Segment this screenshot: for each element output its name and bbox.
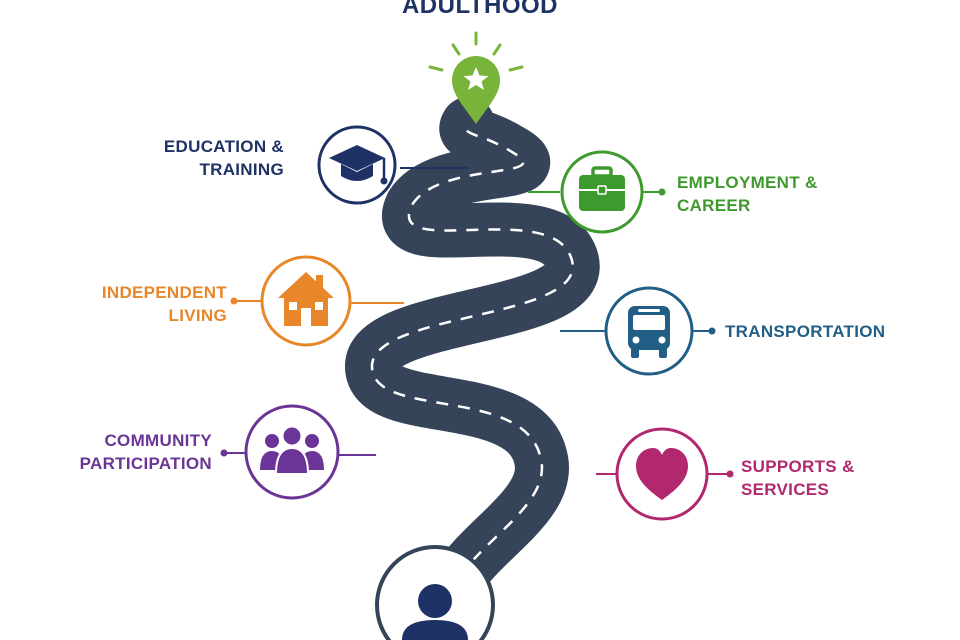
label-line: CAREER	[677, 196, 751, 215]
group-icon	[260, 425, 324, 475]
supports-icon-circle	[615, 427, 709, 521]
label-line: LIVING	[168, 306, 227, 325]
label-line: SUPPORTS &	[741, 457, 855, 476]
label-line: EMPLOYMENT &	[677, 173, 818, 192]
education-icon-circle	[317, 125, 397, 205]
label-line: EDUCATION &	[163, 137, 284, 156]
living-icon-circle	[260, 255, 352, 347]
label-line: TRANSPORTATION	[725, 322, 886, 341]
community-icon-circle	[244, 404, 340, 500]
label-line: TRAINING	[199, 160, 284, 179]
page-title: ADULTHOOD	[401, 0, 559, 19]
label-line: COMMUNITY	[104, 431, 212, 450]
house-icon	[278, 272, 334, 326]
label-employment-career: EMPLOYMENT & CAREER	[677, 171, 818, 217]
bus-icon	[628, 306, 670, 358]
star-location-pin-icon	[428, 31, 524, 124]
label-education-training: EDUCATION & TRAINING	[164, 135, 284, 181]
label-transportation: TRANSPORTATION	[725, 320, 885, 343]
label-independent-living: INDEPENDENT LIVING	[102, 281, 227, 327]
employment-icon-circle	[560, 150, 644, 234]
road-center-dashes	[370, 123, 574, 640]
transportation-icon-circle	[604, 286, 694, 376]
graduation-cap-icon	[329, 145, 388, 185]
briefcase-icon	[579, 166, 625, 211]
label-community-participation: COMMUNITY PARTICIPATION	[80, 429, 212, 475]
start-icon-circle	[375, 545, 495, 640]
heart-icon	[636, 448, 688, 500]
person-icon	[402, 584, 468, 640]
label-line: SERVICES	[741, 480, 830, 499]
label-line: INDEPENDENT	[101, 283, 227, 302]
label-supports-services: SUPPORTS & SERVICES	[741, 455, 855, 501]
label-line: PARTICIPATION	[79, 454, 212, 473]
